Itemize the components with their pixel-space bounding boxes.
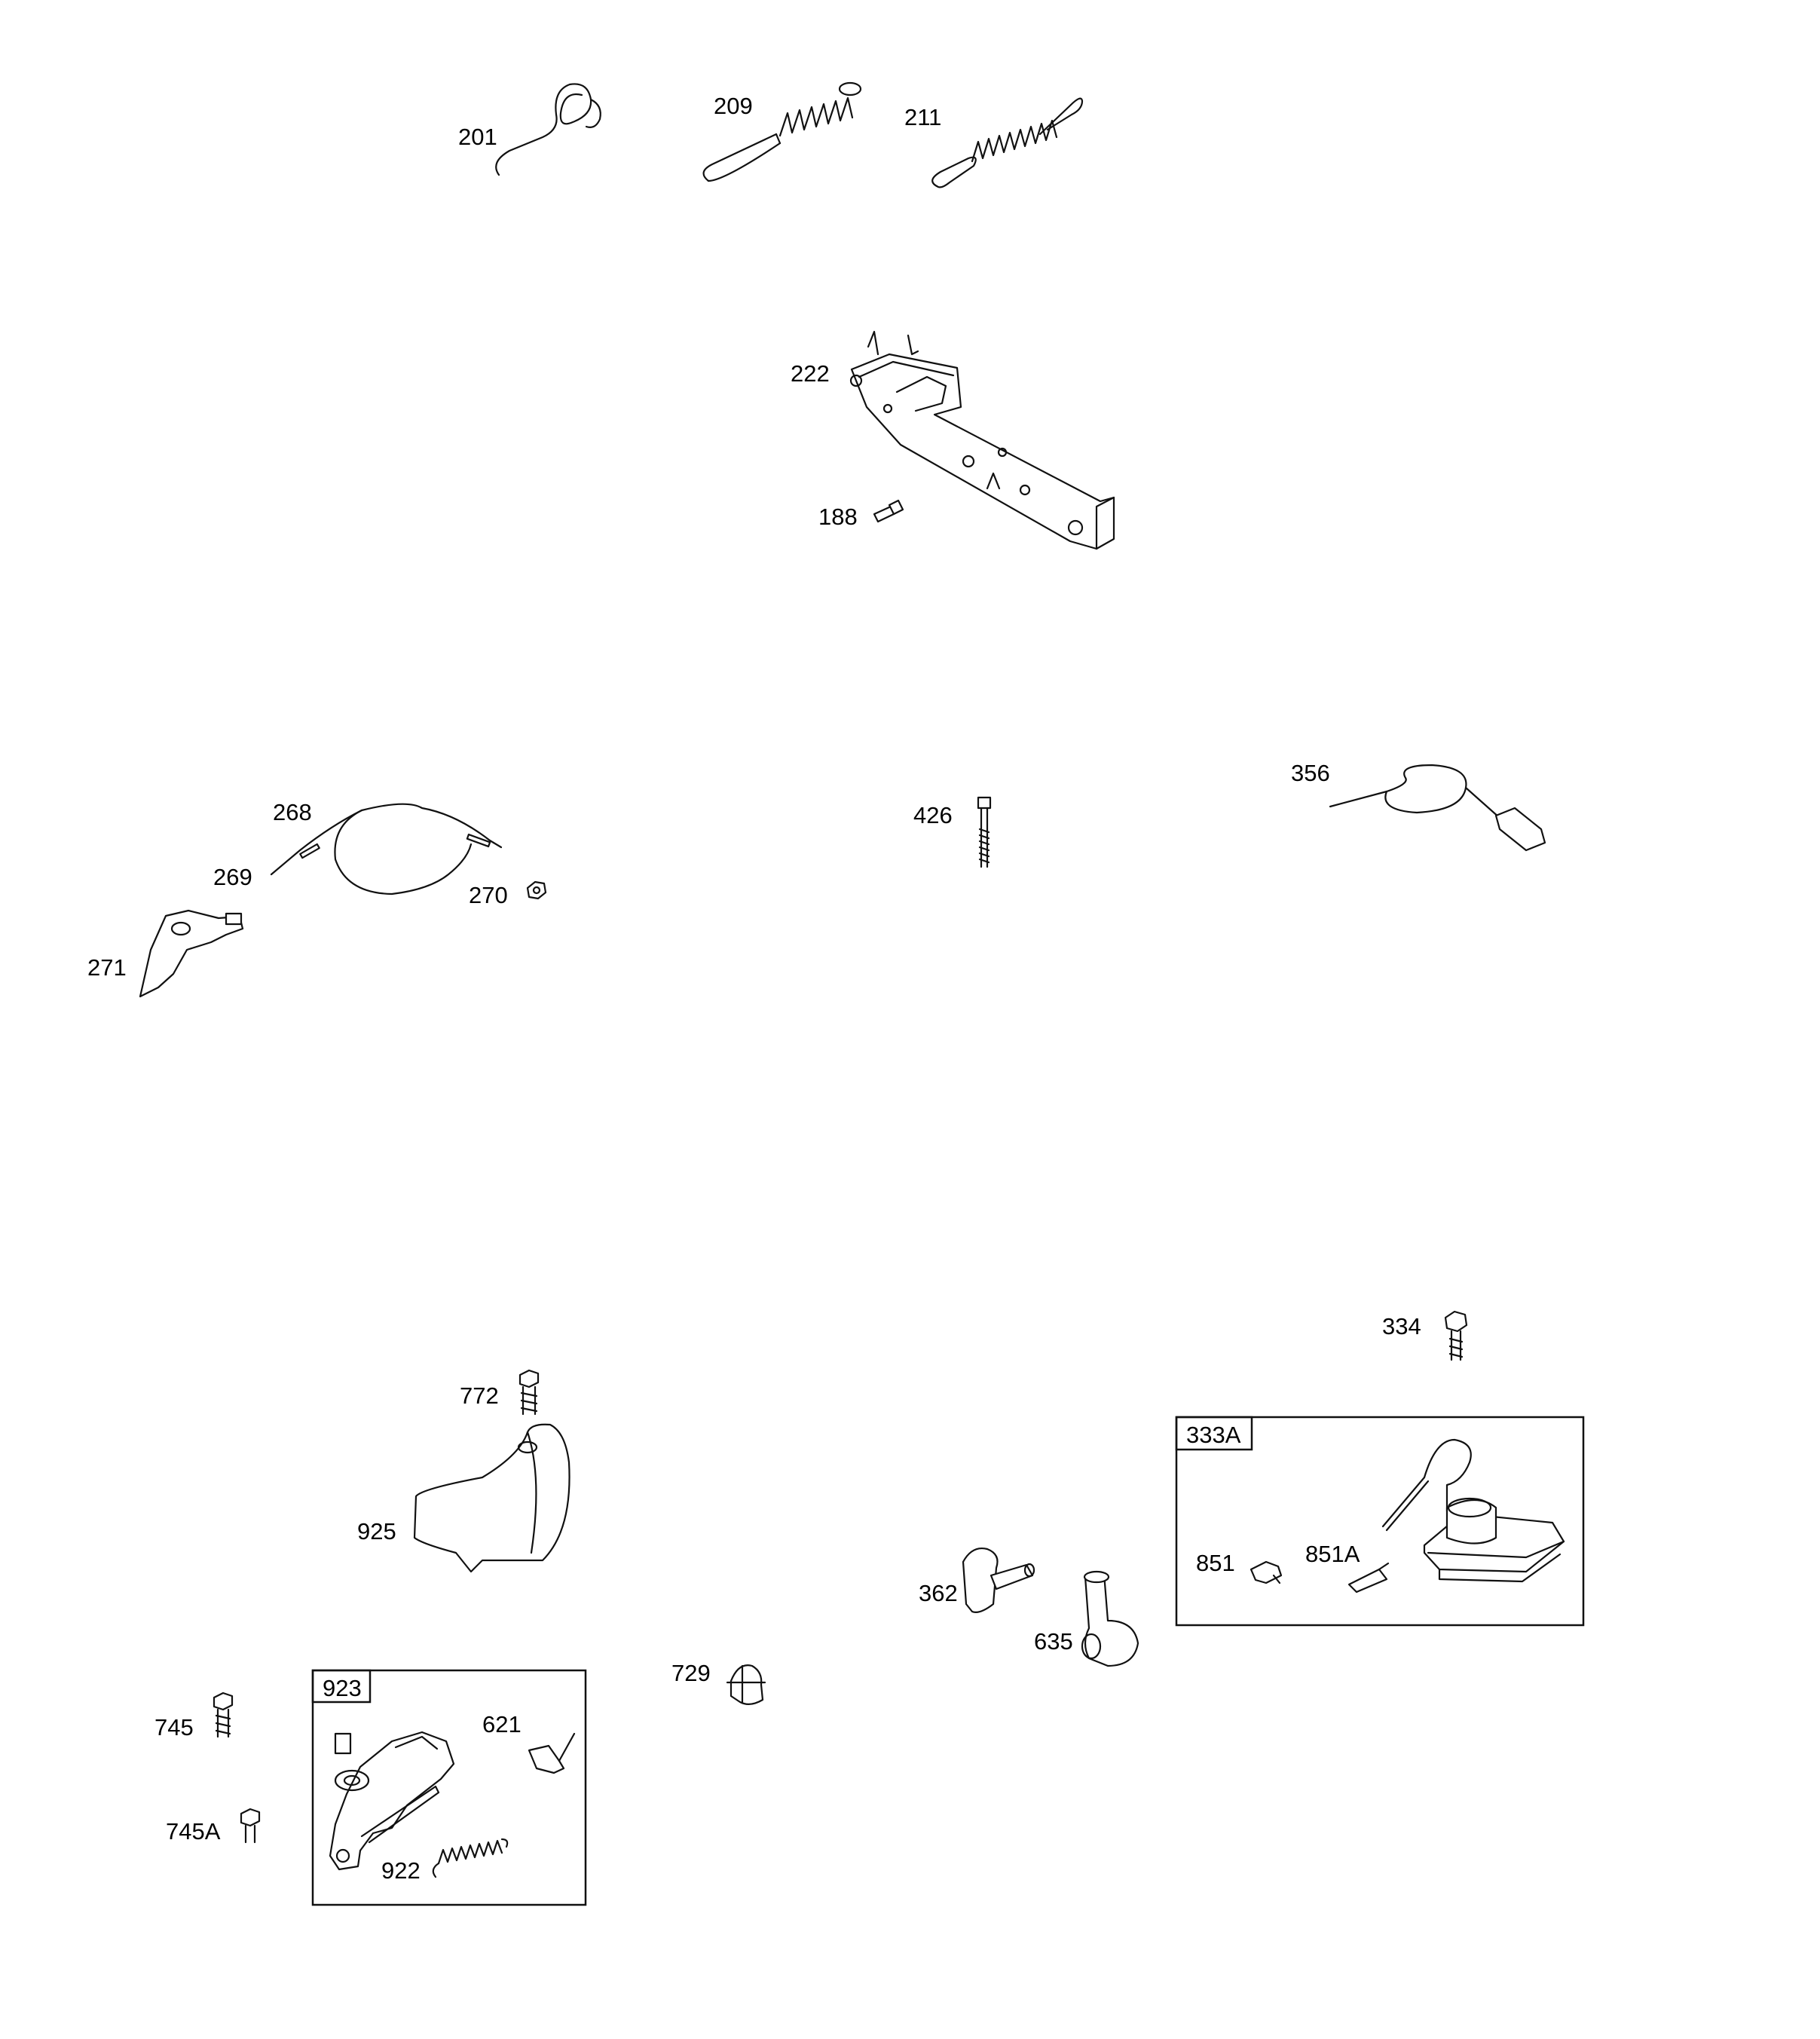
part-333A-armature <box>1381 1438 1565 1583</box>
part-label-922: 922 <box>381 1857 421 1884</box>
part-label-188: 188 <box>818 504 858 530</box>
part-label-222: 222 <box>791 360 830 387</box>
part-268-control-cable <box>270 803 503 896</box>
part-772-screw <box>518 1369 540 1416</box>
part-label-334: 334 <box>1382 1313 1421 1339</box>
part-222-control-bracket <box>849 330 1115 550</box>
part-851A-terminal <box>1347 1562 1390 1594</box>
part-label-271: 271 <box>87 954 127 981</box>
part-label-211: 211 <box>904 104 942 130</box>
part-label-209: 209 <box>714 93 753 119</box>
kit-333A-box <box>1175 1416 1585 1627</box>
part-851-terminal <box>1250 1560 1283 1584</box>
part-923-control-assembly <box>329 1731 455 1871</box>
part-label-269: 269 <box>213 864 252 890</box>
part-label-268: 268 <box>273 799 312 825</box>
part-label-621: 621 <box>482 1711 522 1737</box>
kit-923-box <box>311 1669 587 1906</box>
part-label-362: 362 <box>919 1580 958 1606</box>
part-356-ground-wire <box>1329 764 1546 852</box>
part-745-screw <box>213 1692 234 1738</box>
part-426-long-bolt <box>977 796 992 868</box>
part-label-270: 270 <box>469 882 508 908</box>
part-label-426: 426 <box>913 802 953 828</box>
part-362-spark-plug-boot <box>962 1548 1035 1613</box>
part-label-729: 729 <box>671 1660 711 1686</box>
kit-label-923: 923 <box>323 1675 362 1701</box>
part-201-spring-link <box>495 83 601 176</box>
part-label-851A: 851A <box>1305 1541 1360 1567</box>
part-635-boot-elbow <box>1081 1570 1139 1667</box>
part-922-spring <box>432 1838 509 1878</box>
part-271-control-lever <box>139 909 244 998</box>
part-label-851: 851 <box>1196 1550 1235 1576</box>
part-label-772: 772 <box>460 1382 499 1409</box>
part-270-nut <box>526 880 547 900</box>
part-label-745: 745 <box>154 1714 194 1740</box>
part-label-925: 925 <box>357 1518 396 1545</box>
part-label-635: 635 <box>1034 1628 1073 1655</box>
part-334-bolt <box>1444 1310 1468 1361</box>
part-label-745A: 745A <box>166 1818 221 1845</box>
part-label-356: 356 <box>1291 760 1330 786</box>
part-745A-screw <box>240 1808 261 1844</box>
part-label-201: 201 <box>458 124 497 150</box>
part-621-clip <box>528 1732 576 1774</box>
kit-label-333A: 333A <box>1186 1422 1241 1448</box>
part-729-clip <box>726 1664 766 1705</box>
part-209-extension-spring <box>702 81 862 182</box>
part-211-extension-spring <box>931 97 1084 188</box>
part-188-bolt <box>873 499 904 523</box>
part-925-cover <box>413 1423 570 1573</box>
